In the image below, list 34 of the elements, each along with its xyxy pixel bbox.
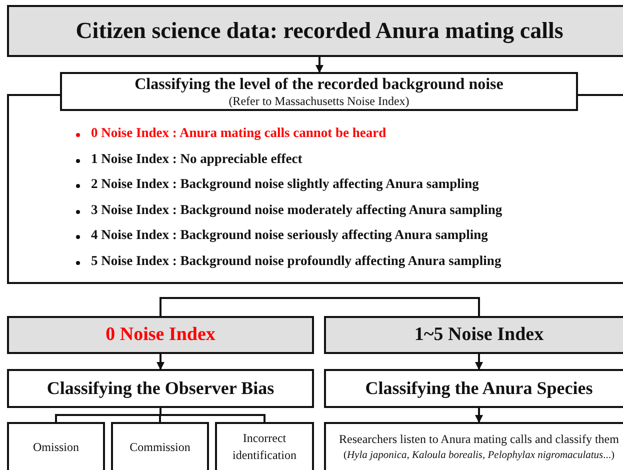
category-box — [324, 316, 623, 354]
process-label: Classifying the Anura Species — [365, 378, 593, 399]
title-text: Citizen science data: recorded Anura mating calls — [76, 18, 564, 44]
bias-label: Incorrect identification — [232, 430, 298, 464]
bias-label: Commission — [130, 438, 190, 456]
list-item: 1 Noise Index : No appreciable effect — [91, 150, 302, 166]
reference-note: (Refer to Massachusetts Noise Index) — [228, 94, 410, 108]
process-label: Classifying the Observer Bias — [46, 378, 274, 399]
list-item: 5 Noise Index : Background noise profoundly affecting Anura sampling — [91, 252, 502, 268]
title-box — [7, 5, 623, 57]
process-box — [324, 369, 623, 408]
arrow — [475, 408, 483, 423]
bias-type-box — [111, 422, 209, 470]
category-label: 1~5 Noise Index — [414, 324, 544, 346]
header-box — [60, 72, 578, 111]
bias-type-box — [215, 422, 314, 470]
arrow — [316, 57, 324, 73]
list-item: 3 Noise Index : Background noise moderately affecting Anura sampling — [91, 202, 502, 218]
description-text: Researchers listen to Anura mating calls and classify them — [339, 431, 619, 448]
header-text: Classifying the level of the recorded background noise — [134, 75, 504, 94]
process-box — [7, 369, 314, 408]
arrow — [475, 354, 483, 370]
list-item: 4 Noise Index : Background noise seriously affecting Anura sampling — [91, 227, 488, 243]
arrow — [156, 354, 164, 370]
list-item: 0 Noise Index : Anura mating calls cannot be heard — [91, 125, 386, 141]
bias-type-box — [7, 422, 105, 470]
connector-line — [160, 297, 480, 316]
category-box — [7, 316, 314, 354]
description-box — [324, 422, 623, 470]
category-label: 0 Noise Index — [106, 324, 216, 346]
noise-index-panel — [7, 111, 623, 284]
species-list: (Hyla japonica, Kaloula borealis, Pelophylax nigromaculatus...) — [343, 448, 615, 463]
list-item: 2 Noise Index : Background noise slightly affecting Anura sampling — [91, 176, 479, 192]
bias-label: Omission — [32, 438, 79, 456]
